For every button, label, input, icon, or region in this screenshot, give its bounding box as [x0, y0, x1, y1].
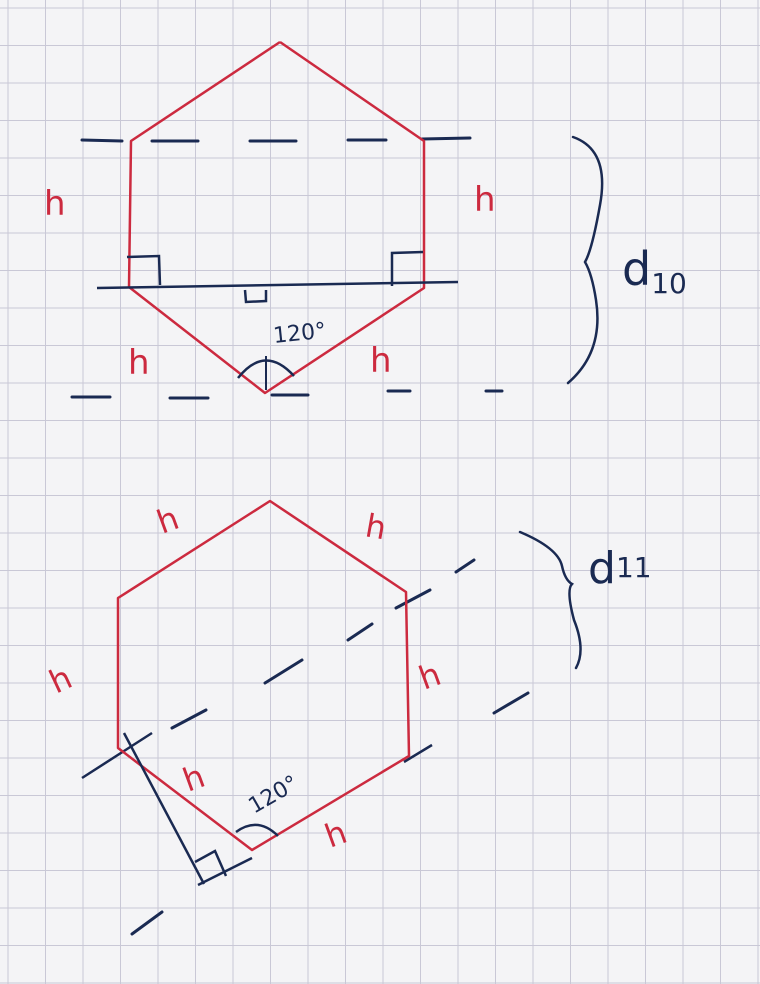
- distance-d-11: d: [588, 543, 616, 594]
- top-side-label-right-lower: h: [370, 341, 392, 381]
- perpendicular-line: [122, 732, 206, 885]
- distance-d: d: [622, 242, 651, 296]
- top-dashed-line: [80, 136, 472, 143]
- brace-d11: [518, 530, 582, 670]
- diagram-top: h h h h 120° d10: [44, 40, 687, 400]
- lower-diagonal-line: [81, 731, 153, 780]
- upper-diagonal-dashed-line: [170, 558, 476, 730]
- bottom-hexagon-outline: [116, 499, 411, 852]
- brace-d10: [566, 135, 604, 385]
- top-angle-label: 120°: [272, 319, 327, 349]
- top-base-line: [96, 280, 459, 290]
- bottom-dashed-line: [70, 389, 504, 400]
- distance-label-d11: d11: [588, 543, 652, 594]
- right-angle-mark-left: [126, 254, 162, 286]
- top-side-label-left-lower: h: [128, 343, 150, 383]
- top-side-label-right-upper: h: [474, 180, 496, 220]
- distance-subscript-10: 10: [651, 267, 687, 300]
- right-diagonal-tick: [403, 743, 433, 764]
- right-angle-mark-bottom: [194, 849, 228, 877]
- lower-diagonal-dashed-line: [130, 691, 530, 936]
- right-angle-mark-right: [390, 250, 424, 286]
- top-side-label-left-upper: h: [44, 184, 66, 224]
- distance-subscript-11: 11: [616, 551, 652, 584]
- right-angle-mark-center: [243, 289, 268, 304]
- distance-label-d10: d10: [622, 242, 687, 300]
- top-hexagon-outline: [127, 40, 426, 395]
- angle-arc-bottom: [235, 823, 279, 837]
